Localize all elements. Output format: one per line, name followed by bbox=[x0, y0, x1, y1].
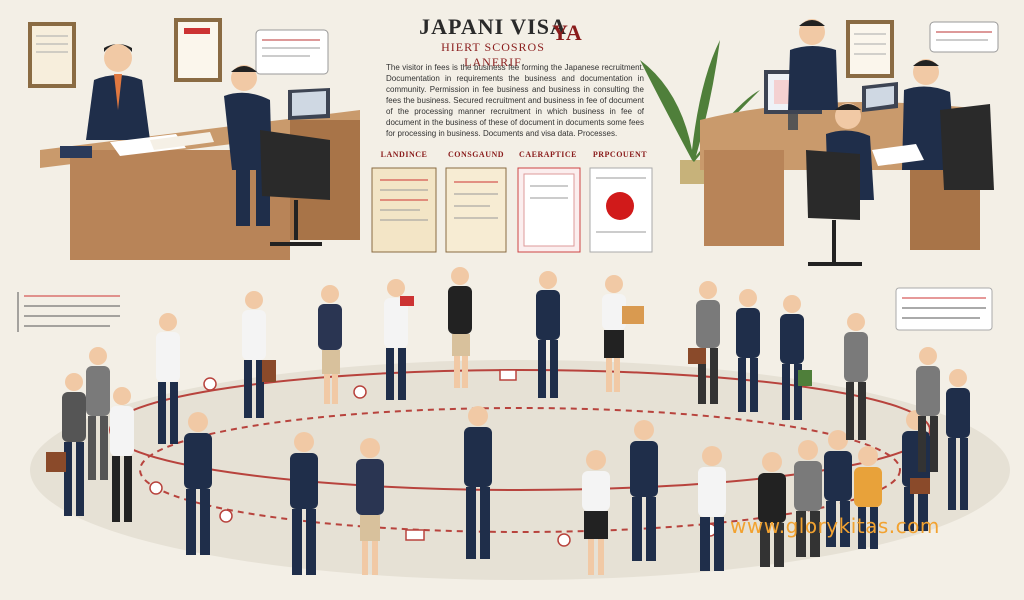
person bbox=[582, 450, 610, 575]
person bbox=[384, 279, 414, 400]
person bbox=[184, 412, 212, 555]
wall-certificate-left-2 bbox=[174, 18, 222, 82]
wall-certificate-left bbox=[28, 22, 76, 88]
person bbox=[844, 313, 868, 440]
person bbox=[448, 267, 472, 388]
document-label-4: PRPCOUENT bbox=[592, 150, 648, 159]
document-label-3: CAERAPTICE bbox=[519, 150, 577, 159]
person bbox=[688, 281, 720, 404]
wall-certificate-right bbox=[846, 20, 894, 78]
laptop-right bbox=[862, 82, 898, 112]
document-card-2 bbox=[445, 167, 507, 253]
crowd bbox=[46, 267, 970, 575]
desk-papers-left bbox=[60, 132, 214, 158]
person bbox=[698, 446, 726, 571]
person bbox=[242, 291, 276, 418]
document-label-2: CONSGAUND bbox=[447, 150, 505, 159]
brand-logo-text: YA bbox=[552, 20, 582, 45]
person bbox=[156, 313, 180, 444]
person bbox=[464, 406, 492, 559]
queue-path-inner bbox=[139, 407, 901, 533]
desk-papers-right bbox=[872, 144, 924, 166]
person bbox=[916, 347, 940, 472]
applicant-left-desk bbox=[224, 65, 330, 246]
person bbox=[794, 440, 822, 557]
person bbox=[780, 295, 812, 420]
document-card-3 bbox=[517, 167, 581, 253]
document-card-4 bbox=[589, 167, 653, 253]
official-left bbox=[86, 44, 150, 140]
person bbox=[46, 373, 86, 516]
watermark-url: www.glorykitas.com bbox=[730, 514, 940, 538]
speech-bubble-right bbox=[929, 21, 999, 53]
laptop-left bbox=[288, 88, 330, 120]
person bbox=[630, 420, 658, 561]
person bbox=[758, 452, 786, 567]
person bbox=[536, 271, 560, 398]
document-card-1 bbox=[371, 167, 437, 253]
info-callout-left bbox=[17, 292, 120, 332]
person bbox=[356, 438, 384, 575]
japan-flag-circle bbox=[606, 192, 634, 220]
page-subtitle: HIERT SCOSROS LANERIF bbox=[441, 40, 545, 69]
person bbox=[86, 347, 110, 480]
person bbox=[602, 275, 644, 392]
document-label-1: LANDINCE bbox=[380, 150, 428, 159]
applicant-right-seated bbox=[806, 103, 874, 266]
person bbox=[824, 430, 852, 547]
person bbox=[318, 285, 342, 404]
intro-paragraph: The visitor in fees is the business fee … bbox=[386, 63, 644, 138]
person bbox=[110, 387, 134, 522]
person bbox=[736, 289, 760, 412]
speech-bubble-left bbox=[255, 29, 329, 75]
person bbox=[946, 369, 970, 510]
official-right-standing bbox=[788, 19, 838, 110]
page-title: JAPANI VISA bbox=[419, 14, 567, 39]
person bbox=[854, 446, 882, 549]
info-callout-right bbox=[895, 287, 993, 331]
person bbox=[290, 432, 318, 575]
